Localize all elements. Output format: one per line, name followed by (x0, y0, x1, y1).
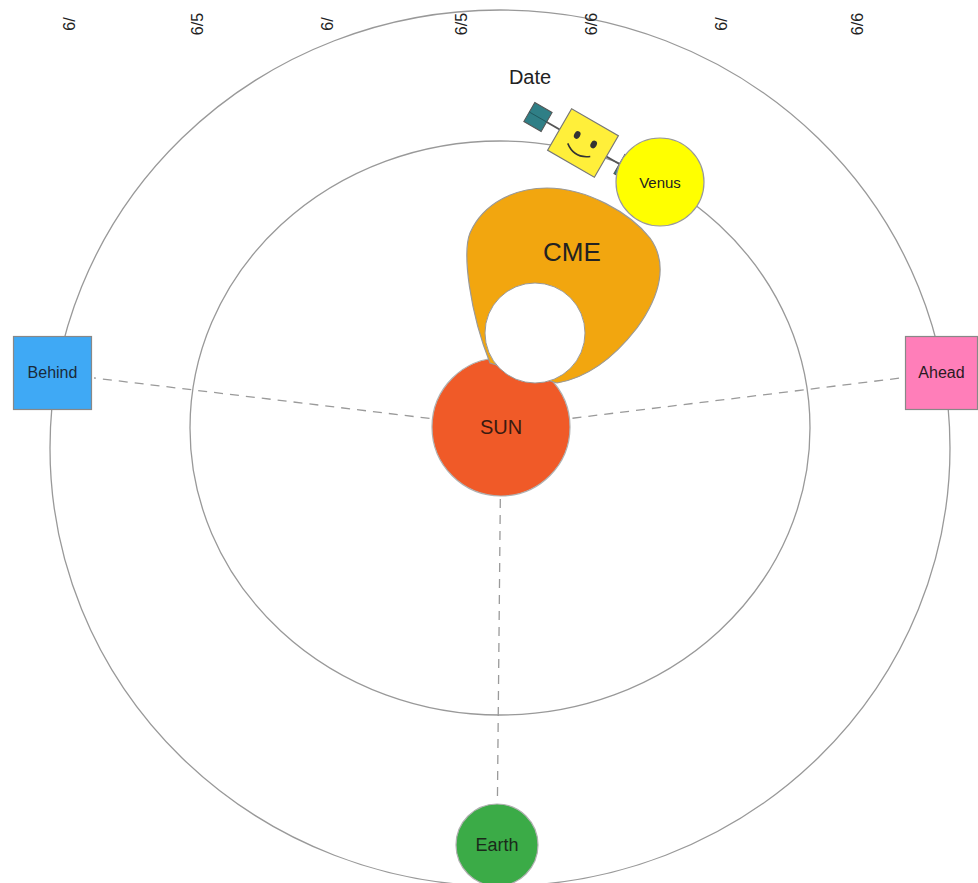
inner-orbit (190, 141, 810, 715)
node-label: CME (543, 237, 601, 268)
date-label: 6/ (319, 17, 337, 30)
node-label: Ahead (918, 364, 964, 382)
date-label: 6/5 (189, 13, 207, 35)
node-label: SUN (480, 416, 522, 439)
date-label: 6/ (713, 17, 731, 30)
dashed-connector (572, 378, 903, 419)
dashed-connector (497, 499, 500, 801)
cme-shape: CME (465, 183, 665, 388)
date-label: 6/ (61, 17, 79, 30)
earth-circle: Earth (455, 803, 539, 883)
node-label: Earth (475, 835, 518, 856)
axis-title: Date (509, 66, 551, 89)
node-label: Behind (28, 364, 78, 382)
behind-box: Behind (13, 336, 92, 410)
venus-circle: Venus (615, 137, 705, 227)
date-label: 6/5 (453, 13, 471, 35)
date-label: 6/6 (849, 13, 867, 35)
node-label: Venus (639, 174, 681, 191)
cme-shape-outline (465, 183, 665, 388)
dashed-connector (94, 378, 430, 418)
ahead-box: Ahead (905, 336, 978, 410)
date-label: 6/6 (583, 13, 601, 35)
outer-orbit (50, 10, 950, 883)
